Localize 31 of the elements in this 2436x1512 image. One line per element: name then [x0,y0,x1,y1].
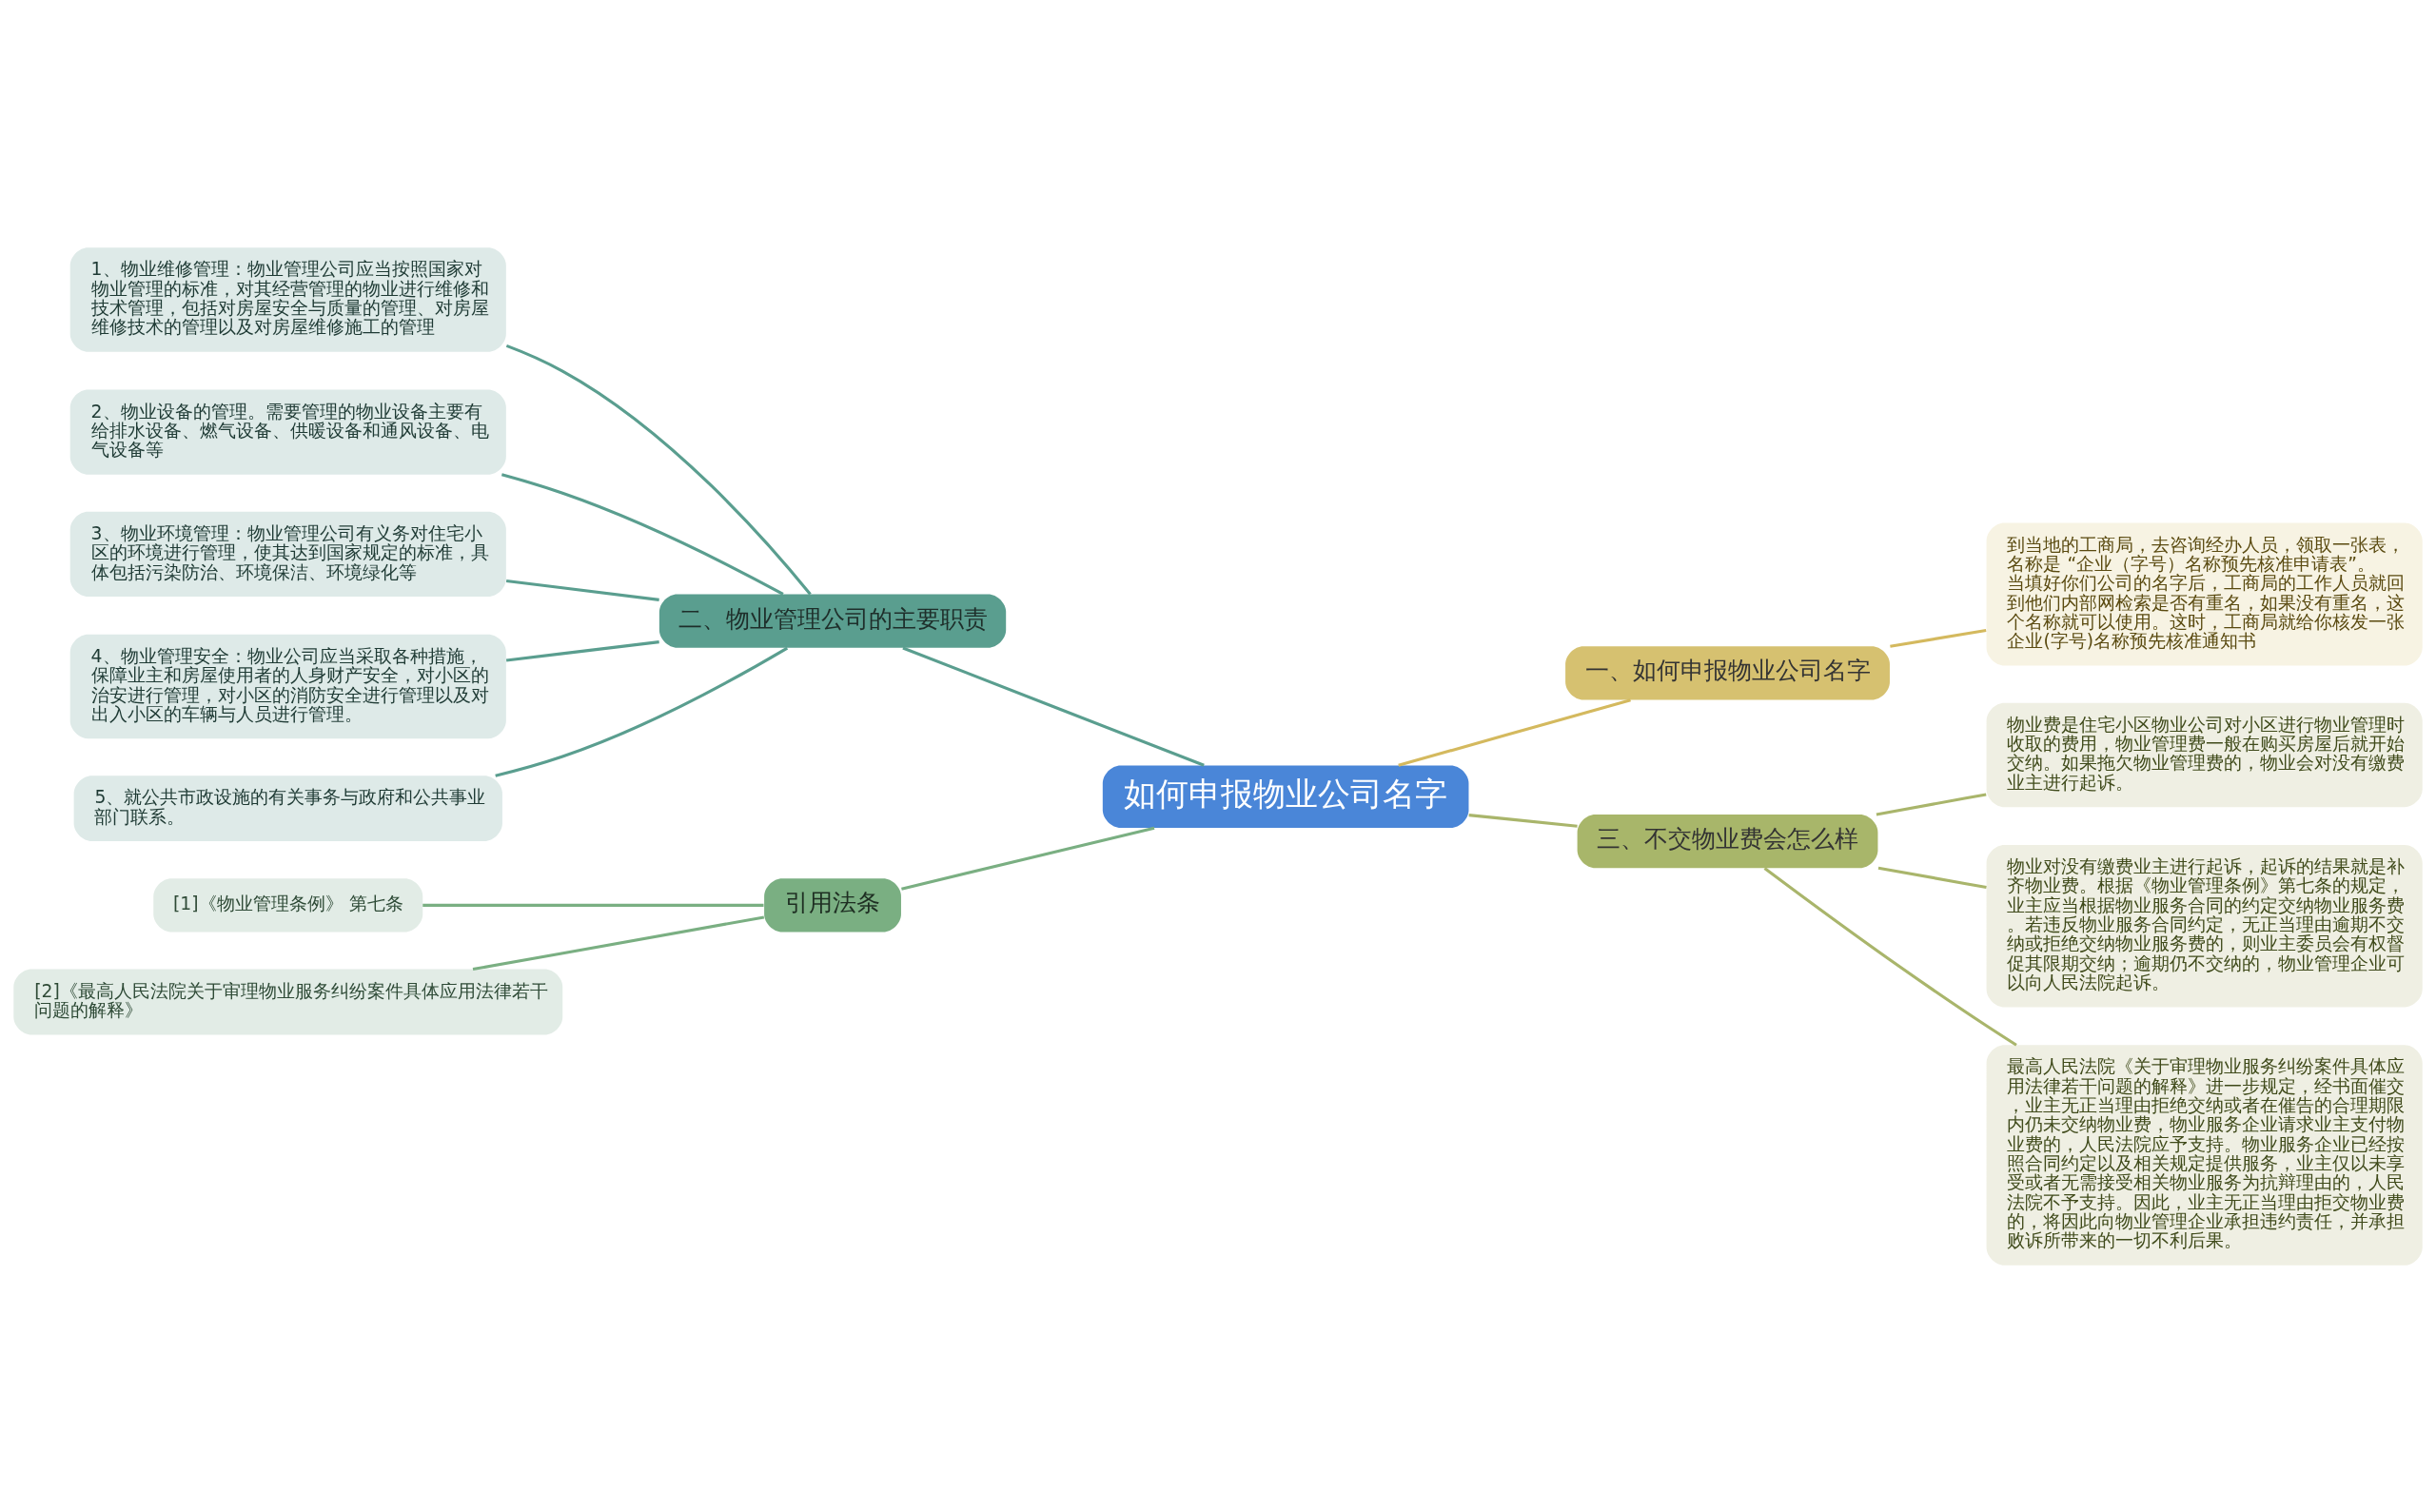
node-box: 5、就公共市政设施的有关事务与政府和公共事业部门联系。 [73,775,502,841]
node-box: 2、物业设备的管理。需要管理的物业设备主要有给排水设备、燃气设备、供暖设备和通风设备、电气设备等 [69,389,506,475]
connector [1890,628,1987,648]
node-box: 3、物业环境管理：物业管理公司有义务对住宅小区的环境进行管理，使其达到国家规定的标准，具体包括污染防治、环境保洁、环境绿化等 [69,511,506,597]
node-box: 物业费是住宅小区物业公司对小区进行物业管理时收取的费用，物业管理费一般在购买房屋后就开始交纳。如果拖欠物业管理费的，物业会对没有缴费业主进行起诉。 [1986,702,2423,807]
connector [501,472,784,596]
node-box: 二、物业管理公司的主要职责 [658,594,1007,648]
connector [901,826,1155,891]
node-box: 到当地的工商局，去咨询经办人员，领取一张表，名称是 “企业（字号）名称预先核准申请表”。当填好你们公司的名字后，工商局的工作人员就回到他们内部网检索是否有重名，如果没有重名，这个名称就可以使用。这时，工商局就给你核发一张企业(字号)名称预先核准通知书 [1986,522,2423,666]
connector [505,639,659,662]
connector [1763,866,2017,1047]
connector [1468,813,1578,828]
node-box: 1、物业维修管理：物业管理公司应当按照国家对物业管理的标准，对其经营管理的物业进行维修和技术管理，包括对房屋安全与质量的管理、对房屋维修技术的管理以及对房屋维修施工的管理 [69,246,506,352]
connector [505,579,659,601]
connector [1877,866,1987,889]
node-box: 一、如何申报物业公司名字 [1565,645,1890,700]
node-box: 4、物业管理安全：物业公司应当采取各种措施，保障业主和房屋使用者的人身财产安全，对小区的治安进行管理，对小区的消防安全进行管理以及对出入小区的车辆与人员进行管理。 [69,634,506,738]
node-box: 物业对没有缴费业主进行起诉，起诉的结果就是补齐物业费。根据《物业管理条例》第七条的规定，业主应当根据物业服务合同的约定交纳物业服务费。若违反物业服务合同约定，无正当理由逾期不交纳或拒绝交纳物业服务费的，则业主委员会有权督促其限期交纳；逾期仍不交纳的，物业管理企业可以向人民法院起诉。 [1986,844,2423,1007]
node-box: [1]《物业管理条例》 第七条 [153,877,423,932]
connector [1398,697,1631,767]
node-box: 最高人民法院《关于审理物业服务纠纷案件具体应用法律若干问题的解释》进一步规定，经书面催交，业主无正当理由拒绝交纳或者在催告的合理期限内仍未交纳物业费，物业服务企业请求业主支付物业费的，人民法院应予支持。物业服务企业已经按照合同约定以及相关规定提供服务，业主仅以未享受或者无需接受相关物业服务为抗辩理由的，人民法院不予支持。因此，业主无正当理由拒交物业费的，将因此向物业管理企业承担违约责任，并承担败诉所带来的一切不利后果。 [1986,1044,2423,1266]
connector [902,646,1205,767]
connector [472,914,765,971]
connector [495,646,789,777]
node-box: [2]《最高人民法院关于审理物业服务纠纷案件具体应用法律若干问题的解释》 [13,969,563,1034]
connector [1876,792,1987,815]
node-box: 如何申报物业公司名字 [1102,764,1469,828]
node-box: 引用法条 [764,877,901,932]
node-box: 三、不交物业费会怎么样 [1577,814,1878,868]
connector [422,903,764,907]
connector [505,344,812,596]
